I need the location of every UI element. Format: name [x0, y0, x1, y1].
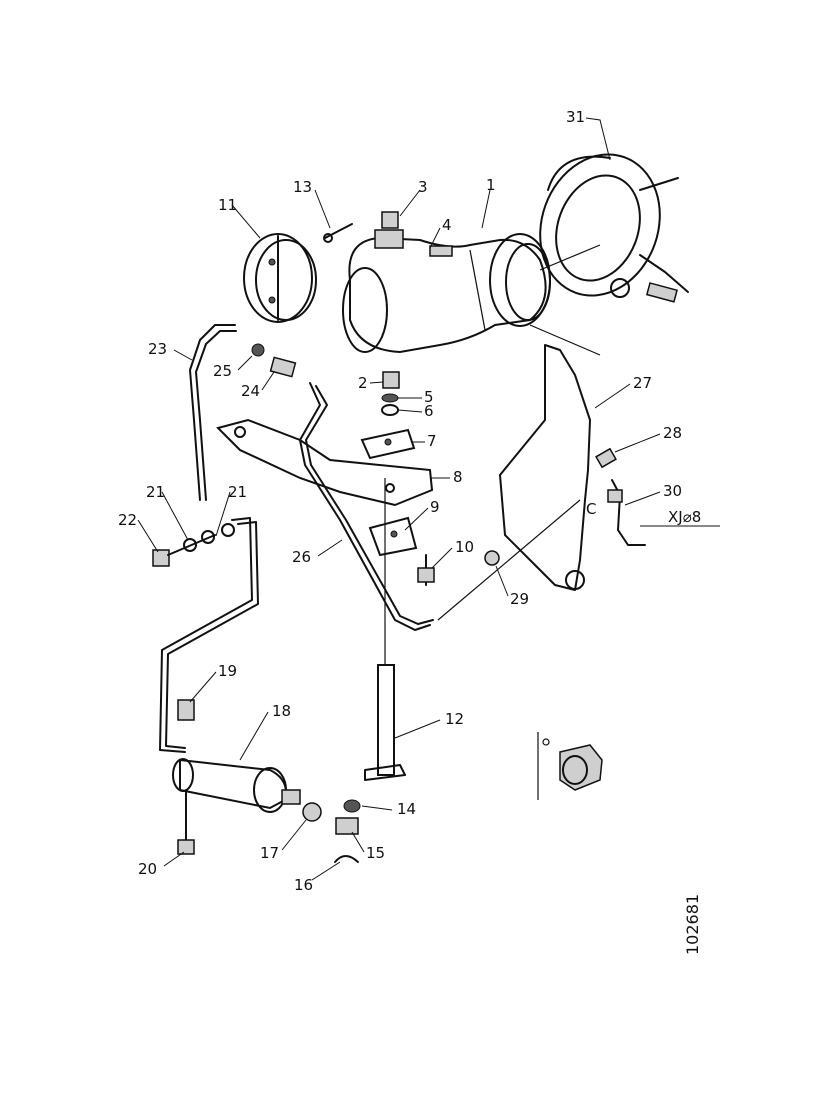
inset-detail [537, 732, 603, 800]
variant-label: XJ⌀8 [668, 508, 701, 526]
spacer-stack [381, 371, 400, 416]
bush [177, 699, 195, 721]
callout-6: 6 [424, 402, 434, 420]
callout-15: 15 [366, 844, 385, 862]
callout-13: 13 [293, 178, 312, 196]
hose-union [251, 343, 297, 378]
callout-31: 31 [566, 108, 585, 126]
cylinder-bolt [177, 789, 195, 855]
callout-9: 9 [430, 498, 440, 516]
callout-28: 28 [663, 424, 682, 442]
pressure-pipe [299, 382, 434, 631]
callout-29: 29 [510, 590, 529, 608]
callout-19: 19 [218, 662, 237, 680]
heat-shield [437, 344, 591, 621]
pipe-nut [484, 550, 500, 566]
support-bracket [216, 418, 434, 507]
sensor-connector [595, 447, 617, 469]
callout-14: 14 [397, 800, 416, 818]
fitting-set [302, 799, 361, 863]
callout-8: 8 [453, 468, 463, 486]
callout-2: 2 [358, 374, 368, 392]
callout-17: 17 [260, 844, 279, 862]
callout-3: 3 [418, 178, 428, 196]
callout-labels: 31 1 3 13 11 4 2 5 6 7 8 9 10 12 23 25 2… [118, 108, 682, 894]
flange-ring [243, 233, 317, 323]
leader-lines [137, 117, 661, 881]
banjo-bolt [152, 523, 235, 567]
callout-20: 20 [138, 860, 157, 878]
callout-30: 30 [663, 482, 682, 500]
return-line [159, 517, 259, 753]
sensor-wire [607, 479, 646, 546]
callout-7: 7 [427, 432, 437, 450]
oil-hose [189, 324, 237, 501]
callout-4: 4 [442, 216, 452, 234]
callout-18: 18 [272, 702, 291, 720]
connector-tag: C [586, 500, 596, 518]
callout-5: 5 [424, 388, 434, 406]
support-rod [364, 478, 406, 781]
flange-bolt [323, 223, 353, 243]
callout-10: 10 [455, 538, 474, 556]
elbow-nut [381, 211, 399, 229]
callout-12: 12 [445, 710, 464, 728]
cylinder [172, 758, 301, 813]
exhaust-elbow [342, 229, 601, 356]
bracket-bolt [417, 554, 435, 586]
callout-23: 23 [148, 340, 167, 358]
mount-plate [360, 428, 416, 460]
callout-26: 26 [292, 548, 311, 566]
callout-21b: 21 [228, 483, 247, 501]
callout-27: 27 [633, 374, 652, 392]
callout-16: 16 [294, 876, 313, 894]
callout-1: 1 [486, 176, 496, 194]
callout-22: 22 [118, 511, 137, 529]
callout-11: 11 [218, 196, 237, 214]
clip-plate [368, 516, 418, 557]
callout-25: 25 [213, 362, 232, 380]
callout-24: 24 [241, 382, 260, 400]
drawing-number: 102681 [683, 894, 702, 955]
v-band-clamp [539, 153, 689, 303]
callout-21a: 21 [146, 483, 165, 501]
